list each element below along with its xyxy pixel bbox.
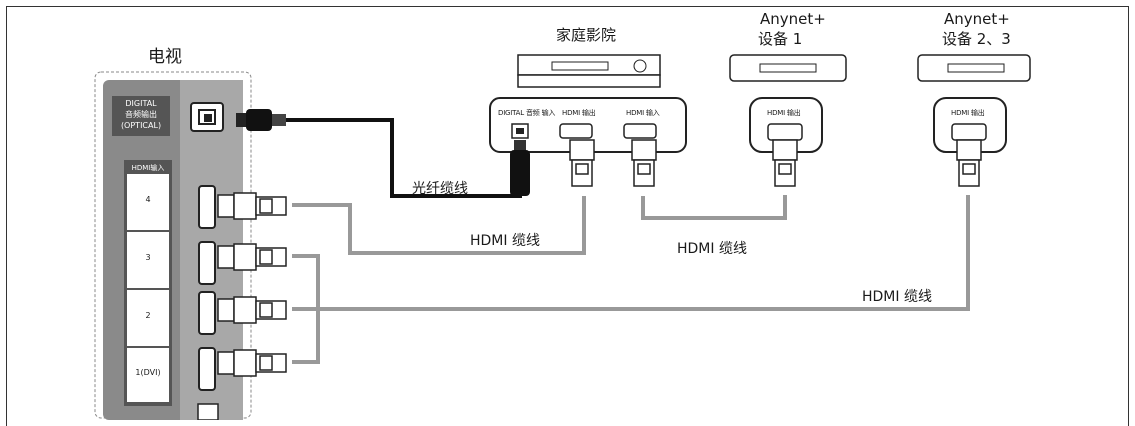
tv-hdmi-port-2 (198, 291, 216, 335)
device1-hdmi-out-label: HDMI 输出 (767, 109, 801, 117)
tv-optical-label-2: 音频输出 (125, 110, 157, 119)
tv-hdmi-port-3 (198, 241, 216, 285)
port-box-3 (127, 232, 169, 288)
tv-optical-label-1: DIGITAL (125, 99, 157, 108)
optical-cable (282, 118, 522, 198)
tv-hdmi-port-4 (198, 185, 216, 229)
ht-hdmi-in-label: HDMI 输入 (626, 109, 660, 117)
hdmi-cable-label-2: HDMI 缆线 (677, 241, 747, 257)
hdmi-cable-label-3: HDMI 缆线 (862, 289, 932, 305)
tv-port-label-3: 3 (145, 253, 151, 262)
hdmi-cable-tv4-ht (292, 196, 586, 255)
ht-hdmi-out-label: HDMI 输出 (562, 109, 596, 117)
device1-title-line1: Anynet+ (760, 10, 826, 28)
tv-hdmi-in-label: HDMI输入 (131, 164, 165, 172)
diagram-frame (6, 6, 1129, 426)
home-theater-title: 家庭影院 (556, 26, 617, 44)
hdmi-cable-label-1: HDMI 缆线 (470, 233, 540, 249)
device23-body (917, 54, 1031, 82)
tv-hdmi-port-1 (198, 347, 216, 391)
device1-body (729, 54, 847, 82)
tv-title: 电视 (148, 47, 182, 67)
tv-optical-label: DIGITAL 音频输出 (OPTICAL) (112, 98, 170, 131)
hdmi-cable-tv2-dev23 (292, 195, 970, 311)
tv-optical-label-3: (OPTICAL) (120, 121, 162, 130)
optical-cable-label: 光纤缆线 (412, 181, 468, 197)
device23-title-line2: 设备 2、3 (942, 30, 1011, 48)
tv-port-label-2: 2 (145, 311, 151, 320)
tv-port-label-4: 4 (145, 195, 151, 204)
port-box-2 (127, 290, 169, 346)
ht-optical-port-label: DIGITAL 音频 输入 (498, 109, 556, 117)
hdmi-cable-ht-dev1 (641, 195, 787, 220)
tv-port-label-1: 1(DVI) (135, 368, 161, 377)
port-box-4 (127, 174, 169, 230)
port-box-1 (127, 348, 169, 402)
optical-label-box (112, 96, 170, 136)
device23-title-line1: Anynet+ (944, 10, 1010, 28)
device1-title-line2: 设备 1 (758, 30, 803, 48)
device23-hdmi-out-label: HDMI 输出 (951, 109, 985, 117)
